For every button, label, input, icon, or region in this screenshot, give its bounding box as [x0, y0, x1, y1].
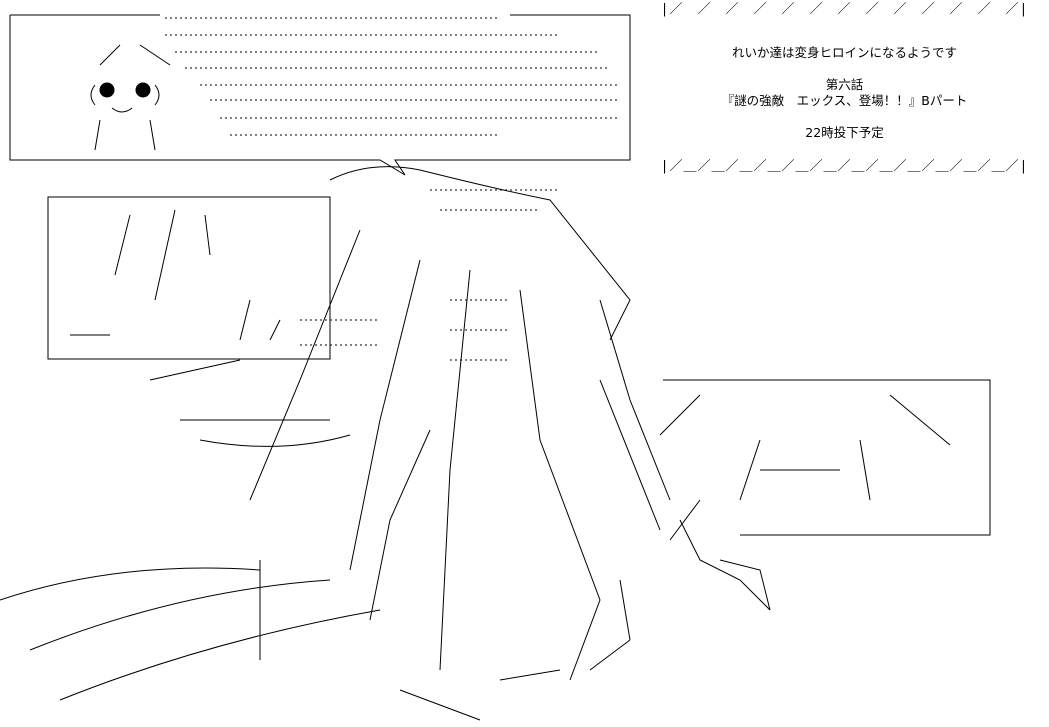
left-panel [47, 196, 331, 360]
title-top-border: |／￣／￣／￣／￣／￣／￣／￣／￣／￣／￣／￣／￣／| [660, 2, 1029, 17]
episode-title: 『謎の強敵 エックス、登場！！』Bパート [721, 93, 968, 108]
schedule-text: 22時投下予定 [805, 125, 884, 140]
title-card: |／￣／￣／￣／￣／￣／￣／￣／￣／￣／￣／￣／￣／| れいか達は変身ヒロインに… [640, 0, 1049, 175]
right-panel [659, 379, 991, 541]
mascot-face [90, 44, 171, 151]
episode-number: 第六話 [825, 77, 864, 92]
series-title: れいか達は変身ヒロインになるようです [731, 45, 957, 60]
title-bottom-border: |／＿／＿／＿／＿／＿／＿／＿／＿／＿／＿／＿／＿／| [660, 159, 1029, 174]
hatching [165, 17, 620, 136]
character-figure [0, 166, 771, 721]
hatching-figure [300, 189, 560, 361]
